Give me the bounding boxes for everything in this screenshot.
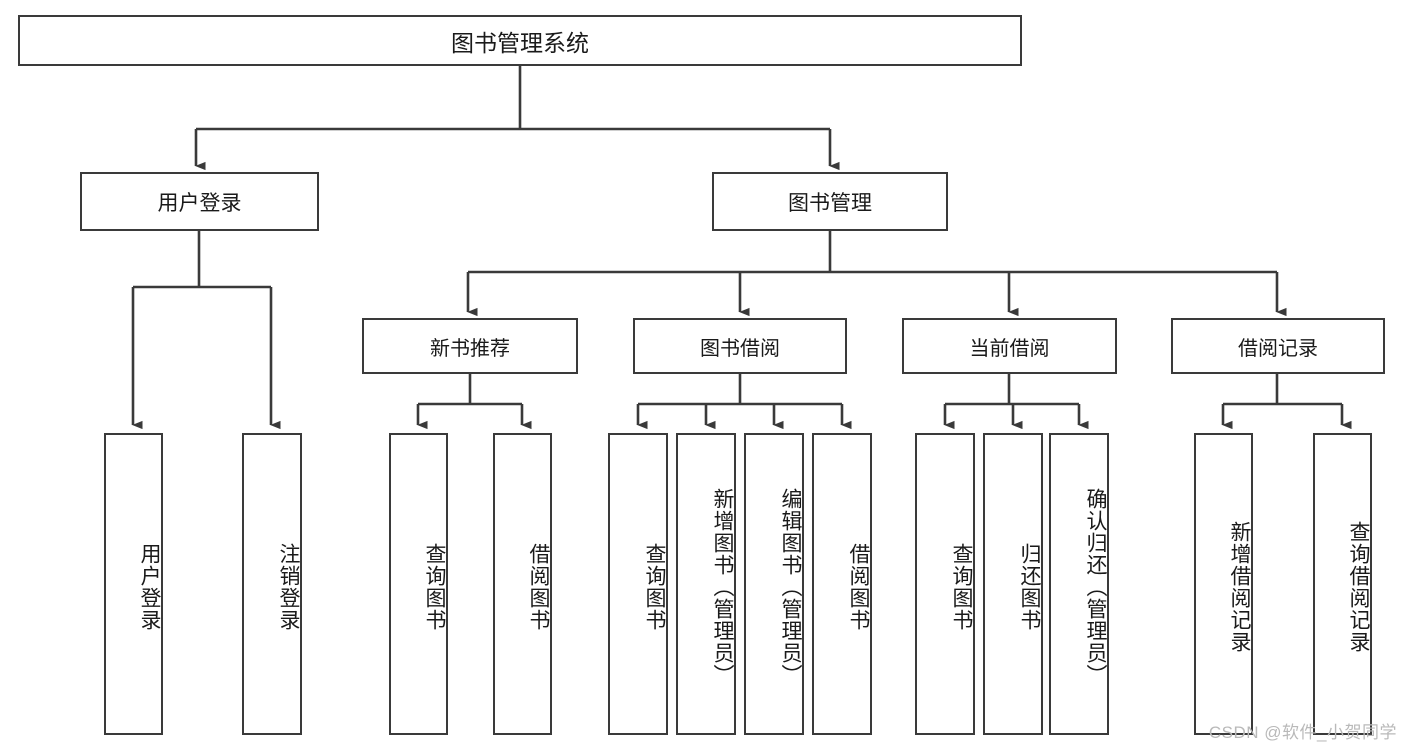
leaf-query-book-current[interactable]: 查询图书 [915, 433, 975, 735]
node-borrow-record[interactable]: 借阅记录 [1171, 318, 1385, 374]
node-current-borrow[interactable]: 当前借阅 [902, 318, 1117, 374]
node-new-book-recommend[interactable]: 新书推荐 [362, 318, 578, 374]
leaf-borrow-book-recommend[interactable]: 借阅图书 [493, 433, 552, 735]
node-book-management[interactable]: 图书管理 [712, 172, 948, 231]
leaf-add-book-admin[interactable]: 新增图书（管理员） [676, 433, 736, 735]
leaf-return-book[interactable]: 归还图书 [983, 433, 1043, 735]
leaf-add-borrow-record[interactable]: 新增借阅记录 [1194, 433, 1253, 735]
csdn-watermark: CSDN @软件_小贺同学 [1208, 723, 1397, 742]
node-root-system[interactable]: 图书管理系统 [18, 15, 1022, 66]
leaf-query-book-recommend[interactable]: 查询图书 [389, 433, 448, 735]
leaf-confirm-return-admin[interactable]: 确认归还（管理员） [1049, 433, 1109, 735]
leaf-query-book-borrow[interactable]: 查询图书 [608, 433, 668, 735]
leaf-edit-book-admin[interactable]: 编辑图书（管理员） [744, 433, 804, 735]
node-user-login[interactable]: 用户登录 [80, 172, 319, 231]
leaf-user-logout[interactable]: 注销登录 [242, 433, 302, 735]
leaf-query-borrow-record[interactable]: 查询借阅记录 [1313, 433, 1372, 735]
node-book-borrow[interactable]: 图书借阅 [633, 318, 847, 374]
leaf-borrow-book-borrow[interactable]: 借阅图书 [812, 433, 872, 735]
leaf-user-login[interactable]: 用户登录 [104, 433, 163, 735]
